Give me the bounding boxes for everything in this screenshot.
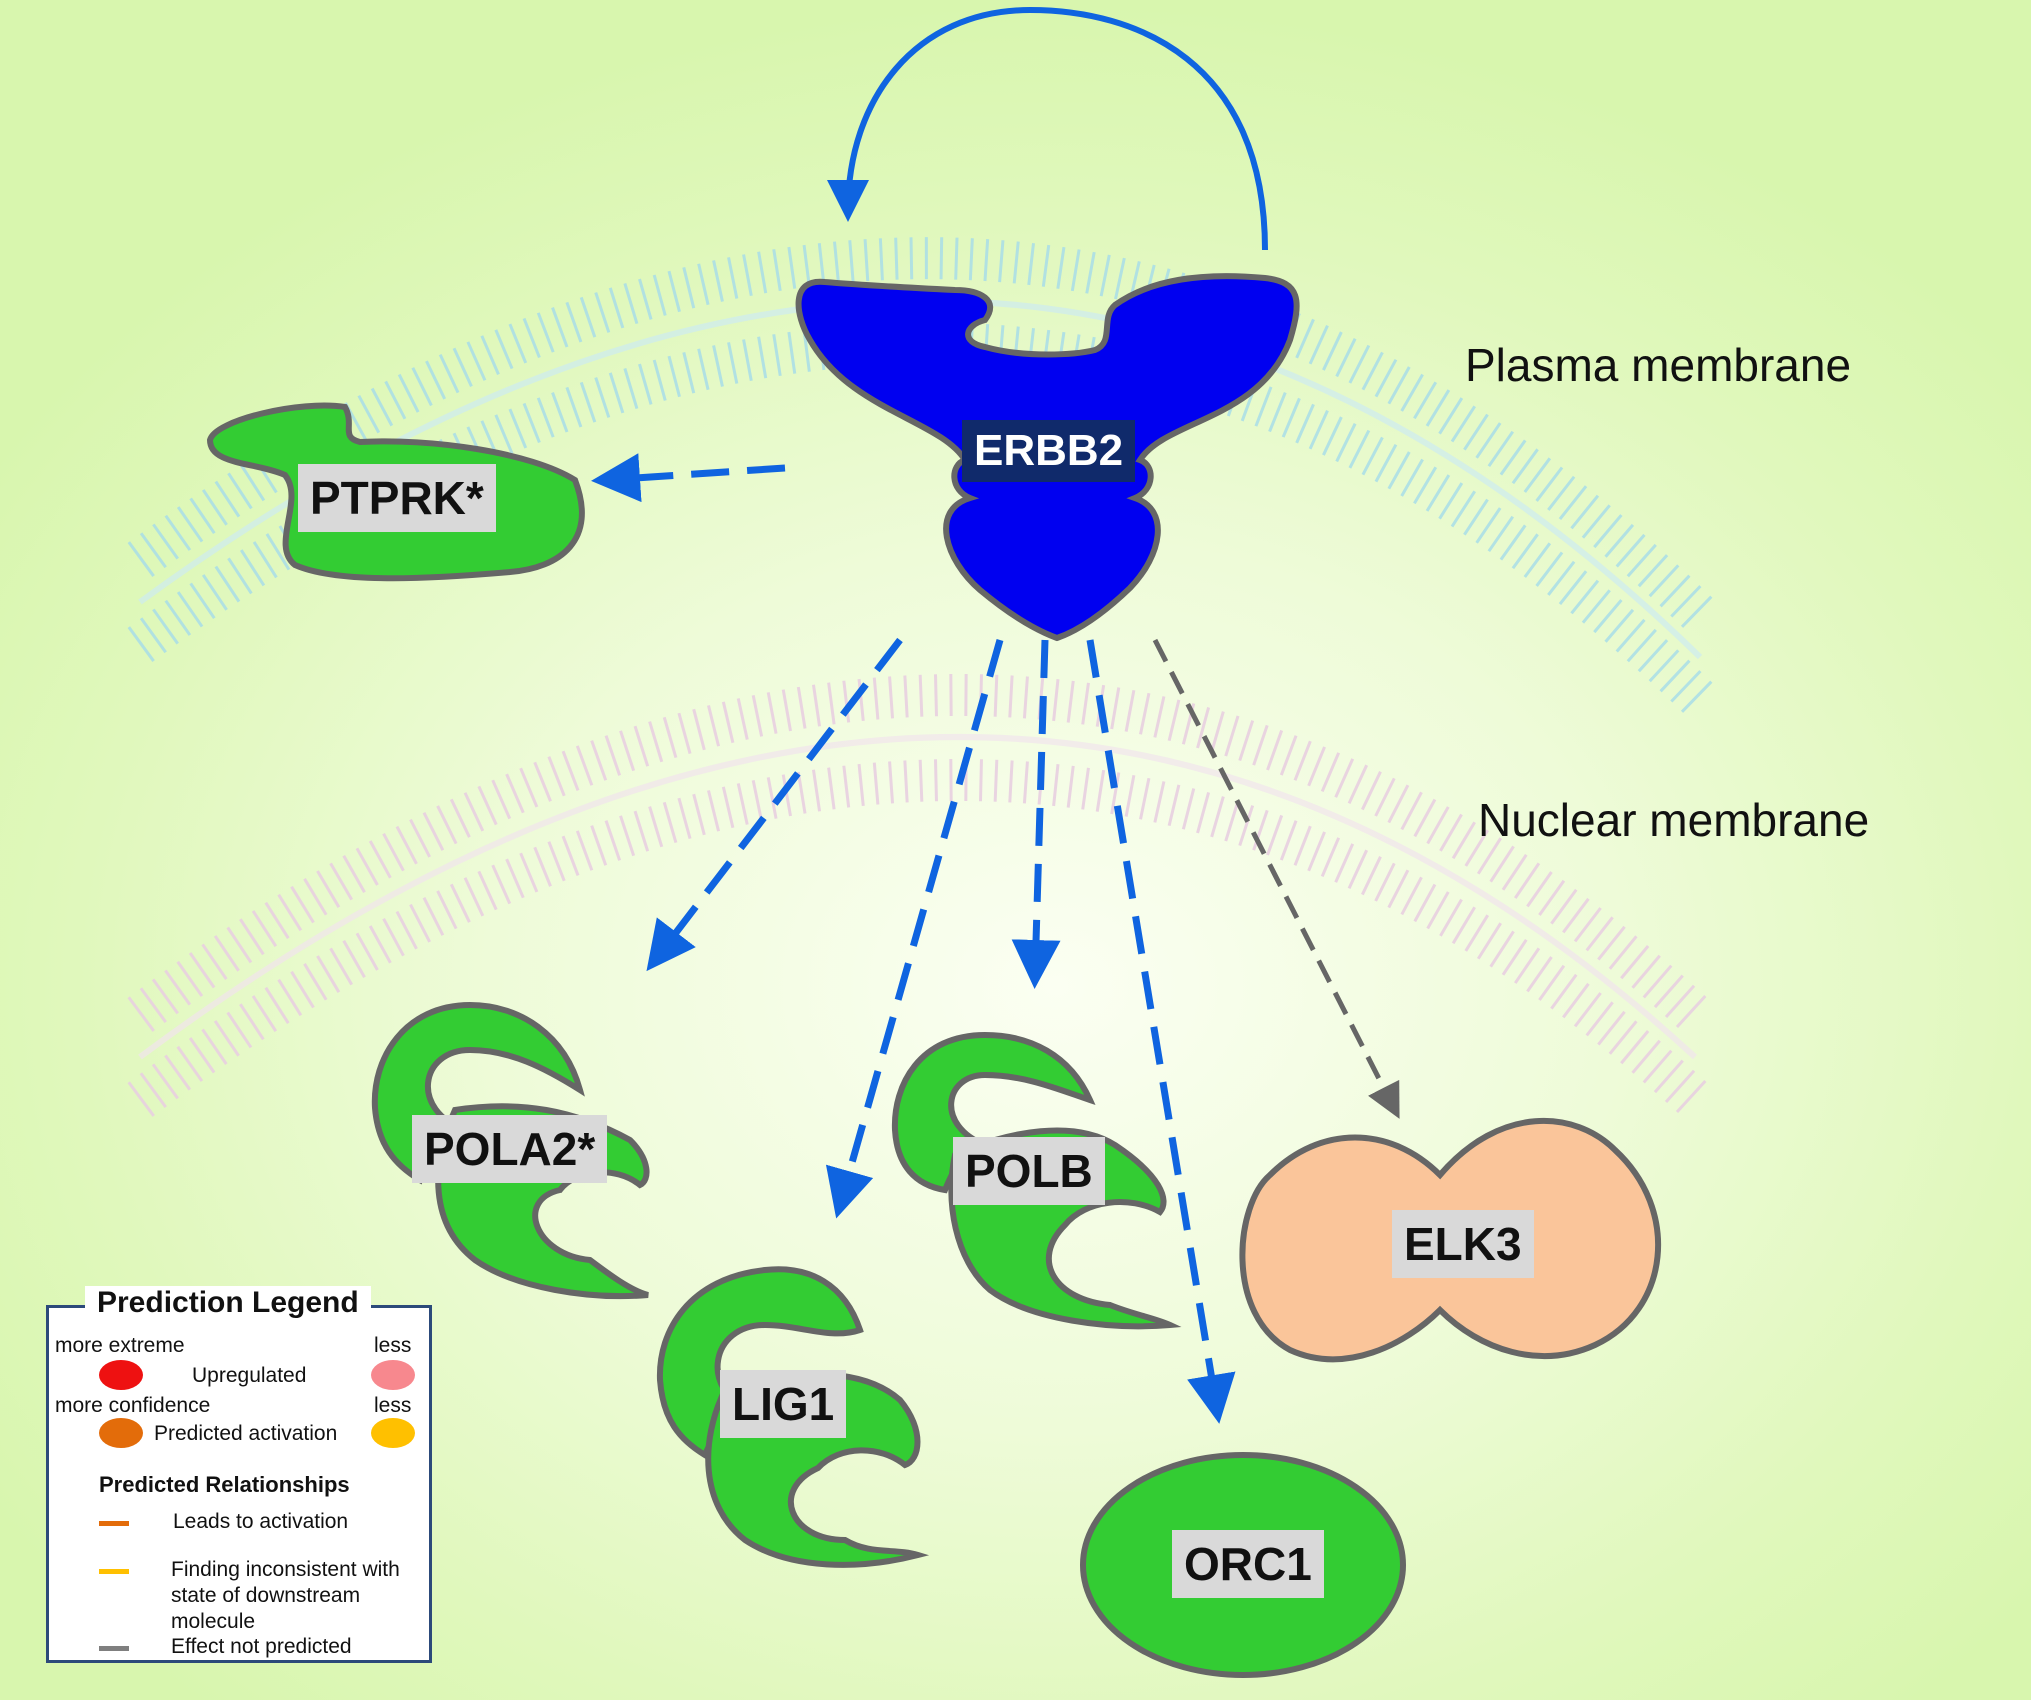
upregulated-less-swatch	[371, 1360, 415, 1390]
legend-title: Prediction Legend	[85, 1286, 371, 1320]
legend-upregulated: Upregulated	[192, 1364, 307, 1387]
erbb2-label: ERBB2	[962, 420, 1136, 482]
elk3-label: ELK3	[1392, 1210, 1534, 1278]
legend-finding-line1: Finding inconsistent with	[171, 1558, 400, 1581]
arrow-erbb2-elk3	[1152, 638, 1400, 1119]
legend-less-1: less	[374, 1334, 412, 1357]
erbb2-self-loop-arrow	[827, 6, 1268, 251]
legend-leads-to-activation: Leads to activation	[173, 1510, 349, 1533]
activation-less-swatch	[371, 1418, 415, 1448]
activation-extreme-swatch	[99, 1418, 143, 1448]
arrow-erbb2-ptprk	[591, 453, 786, 503]
arrow-erbb2-polb	[1011, 639, 1061, 989]
leads-to-activation-line	[99, 1521, 129, 1526]
upregulated-extreme-swatch	[99, 1360, 143, 1390]
lig1-label: LIG1	[720, 1370, 847, 1438]
legend-less-2: less	[374, 1394, 412, 1417]
legend-finding-line3: molecule	[171, 1610, 256, 1633]
ptprk-label: PTPRK*	[298, 464, 496, 532]
polb-label: POLB	[953, 1137, 1105, 1205]
nuclear-membrane-label: Nuclear membrane	[1478, 794, 1870, 846]
legend-more-confidence: more confidence	[55, 1394, 211, 1417]
prediction-legend: Prediction Legend more extreme less Upre…	[46, 1286, 432, 1663]
not-predicted-line	[99, 1646, 129, 1651]
legend-predicted-activation: Predicted activation	[154, 1422, 338, 1445]
arrow-erbb2-pola2	[646, 637, 903, 972]
legend-effect-not-predicted: Effect not predicted	[171, 1635, 352, 1658]
orc1-label: ORC1	[1172, 1530, 1324, 1598]
legend-relationships-title: Predicted Relationships	[99, 1472, 350, 1497]
arrow-erbb2-orc1	[1086, 639, 1236, 1424]
plasma-membrane-label: Plasma membrane	[1465, 339, 1852, 391]
arrow-erbb2-lig1	[825, 639, 1004, 1219]
inconsistent-line	[99, 1569, 129, 1574]
legend-finding-line2: state of downstream	[171, 1584, 361, 1607]
legend-more-extreme: more extreme	[55, 1334, 185, 1357]
pola2-label: POLA2*	[412, 1115, 608, 1183]
nuclear-membrane	[127, 674, 1710, 1117]
